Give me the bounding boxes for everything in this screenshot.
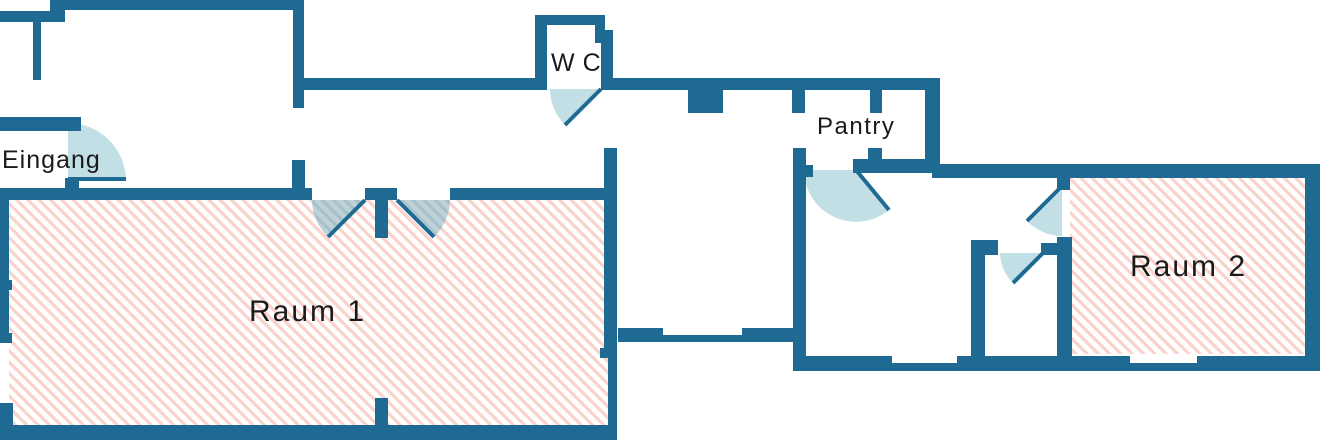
room1-top-wall bbox=[365, 188, 397, 200]
room2-door-swing bbox=[1027, 186, 1062, 236]
door-leaves bbox=[68, 87, 1064, 285]
wall bbox=[932, 164, 1320, 178]
double-door-left-leaf bbox=[326, 198, 367, 239]
floor-areas bbox=[9, 178, 1305, 425]
wall-stub bbox=[870, 90, 882, 113]
room1-top-wall bbox=[450, 188, 617, 200]
label-room2: Raum 2 bbox=[1130, 250, 1248, 283]
room1-left-wall bbox=[0, 199, 9, 343]
wc-wall bbox=[595, 30, 613, 43]
wc-door-swing bbox=[550, 89, 601, 125]
double-door-left-swing bbox=[312, 200, 365, 237]
wc-wall bbox=[535, 15, 605, 25]
wall-stub bbox=[688, 90, 723, 113]
label-entrance: Eingang bbox=[2, 146, 101, 174]
wall-stub bbox=[805, 165, 813, 177]
wall-stub bbox=[375, 398, 388, 427]
room1-top-wall bbox=[0, 188, 312, 200]
wall bbox=[853, 159, 932, 173]
closet-wall bbox=[971, 240, 985, 358]
wall-window bbox=[663, 335, 742, 342]
pantry-door-swing bbox=[804, 170, 889, 222]
wall bbox=[618, 328, 663, 342]
closet-door-swing bbox=[1000, 253, 1043, 283]
room1-floor-hatch bbox=[9, 200, 604, 425]
label-room1: Raum 1 bbox=[249, 295, 367, 328]
room2-door-leaf bbox=[1025, 184, 1064, 223]
window-jamb bbox=[0, 280, 12, 290]
closet-wall bbox=[1057, 237, 1072, 358]
wall-window bbox=[892, 363, 957, 371]
wall bbox=[613, 78, 932, 90]
wall bbox=[0, 403, 13, 440]
wall-stub bbox=[792, 90, 805, 113]
wc-wall bbox=[601, 43, 613, 90]
door-swings bbox=[68, 89, 1062, 283]
label-wc: WC bbox=[551, 49, 609, 77]
wc-wall bbox=[595, 15, 605, 30]
window-jamb bbox=[0, 333, 12, 343]
room1-right-wall bbox=[600, 348, 617, 358]
wc-door-leaf bbox=[563, 87, 603, 127]
room1-right-wall bbox=[604, 148, 617, 348]
pantry-door-leaf bbox=[854, 168, 891, 212]
door-post bbox=[375, 200, 388, 238]
entrance-door-swing bbox=[68, 123, 126, 181]
double-door-right-leaf bbox=[395, 198, 436, 239]
wall bbox=[957, 356, 1130, 371]
wall bbox=[0, 117, 81, 131]
wall bbox=[293, 0, 304, 108]
wall-stub bbox=[868, 148, 882, 159]
wall bbox=[793, 148, 806, 357]
wall bbox=[925, 78, 940, 166]
closet-door-leaf bbox=[1011, 251, 1045, 285]
room1-right-wall bbox=[608, 358, 617, 427]
room1-bottom-wall bbox=[13, 425, 617, 440]
wall bbox=[304, 78, 535, 90]
room2-right-wall bbox=[1305, 164, 1320, 371]
double-door-right-swing bbox=[397, 200, 450, 237]
wall bbox=[50, 0, 293, 10]
wall bbox=[1197, 356, 1320, 371]
wall bbox=[793, 356, 892, 371]
wall-window bbox=[33, 22, 41, 80]
wall bbox=[0, 11, 65, 22]
room2-floor-hatch bbox=[1070, 178, 1305, 354]
wall-window bbox=[1130, 363, 1197, 371]
closet-wall bbox=[971, 240, 998, 255]
label-pantry: Pantry bbox=[817, 113, 896, 140]
wc-wall bbox=[535, 15, 547, 90]
room1-floor-hatch-step bbox=[604, 358, 609, 425]
wall bbox=[742, 328, 793, 342]
closet-wall bbox=[1041, 243, 1060, 255]
